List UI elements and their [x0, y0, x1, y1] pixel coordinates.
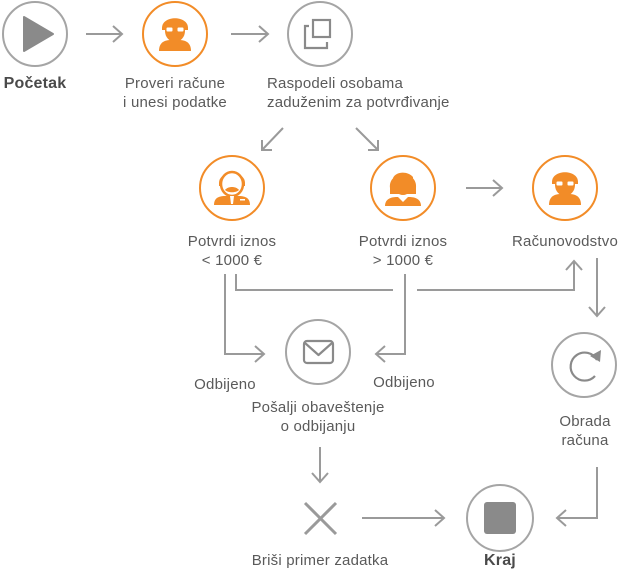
refresh-icon — [569, 350, 601, 382]
person-glasses-icon — [159, 18, 191, 51]
person-woman-icon — [385, 172, 421, 206]
edge-accounting-to-processing — [588, 258, 606, 318]
label-notify: Pošalji obaveštenje o odbijanju — [238, 398, 398, 436]
edges — [86, 25, 606, 527]
node-review[interactable] — [142, 1, 208, 67]
label-review: Proveri račune i unesi podatke — [108, 74, 242, 112]
node-start[interactable] — [2, 1, 68, 67]
node-approve-high[interactable] — [370, 155, 436, 221]
stop-icon — [484, 502, 516, 534]
edge-processing-to-end — [555, 467, 598, 527]
label-review-line-1: Proveri račune — [124, 75, 226, 92]
copy-icon — [303, 18, 332, 50]
edge-notify-to-delete — [311, 447, 329, 484]
label-assign-line-1: Raspodeli osobama — [267, 75, 403, 92]
edge-delete-to-end — [362, 509, 446, 527]
label-approve-low: Potvrdi iznos < 1000 € — [167, 232, 297, 270]
node-notify[interactable] — [285, 319, 351, 385]
label-assign: Raspodeli osobama zaduženim za potvrđiva… — [267, 74, 497, 112]
envelope-icon — [302, 339, 335, 365]
label-approve-low-line-2: < 1000 € — [201, 252, 263, 269]
node-assign[interactable] — [287, 1, 353, 67]
edge-review-to-assign — [231, 25, 270, 43]
node-accounting[interactable] — [532, 155, 598, 221]
label-processing: Obrada računa — [549, 412, 621, 450]
label-approve-high-line-2: > 1000 € — [372, 252, 434, 269]
edge-assign-to-approve-high — [355, 127, 379, 151]
label-approve-high-line-1: Potvrdi iznos — [358, 233, 448, 250]
play-icon — [23, 16, 54, 52]
node-processing[interactable] — [551, 332, 617, 398]
person-glasses-icon — [549, 172, 581, 205]
person-mustache-icon — [214, 170, 250, 205]
label-processing-line-2: računa — [561, 432, 609, 449]
label-assign-line-2: zaduženim za potvrđivanje — [267, 94, 450, 111]
label-end: Kraj — [484, 552, 516, 569]
label-accounting: Računovodstvo — [512, 233, 618, 250]
edge-label-rejected-left: Odbijeno — [194, 376, 256, 393]
edge-assign-to-approve-low — [261, 127, 284, 151]
node-delete[interactable] — [303, 501, 338, 536]
edge-label-rejected-right: Odbijeno — [373, 374, 435, 391]
label-start: Početak — [3, 75, 67, 92]
label-notify-line-1: Pošalji obaveštenje — [251, 399, 385, 416]
node-approve-low[interactable] — [199, 155, 265, 221]
label-delete: Briši primer zadatka — [251, 552, 389, 569]
edge-approve-high-to-accounting — [466, 179, 504, 197]
label-processing-line-1: Obrada — [559, 413, 611, 430]
label-notify-line-2: o odbijanju — [280, 418, 356, 435]
label-approve-high: Potvrdi iznos > 1000 € — [338, 232, 468, 270]
edge-approve-high-rejected-to-notify — [374, 274, 406, 363]
edge-approve-low-rejected-to-notify — [224, 274, 266, 363]
node-end[interactable] — [466, 484, 534, 552]
label-approve-low-line-1: Potvrdi iznos — [187, 233, 277, 250]
edge-approve-low-to-accounting — [235, 259, 583, 291]
x-icon — [303, 501, 338, 536]
label-review-line-2: i unesi podatke — [123, 94, 227, 111]
edge-start-to-review — [86, 25, 124, 43]
